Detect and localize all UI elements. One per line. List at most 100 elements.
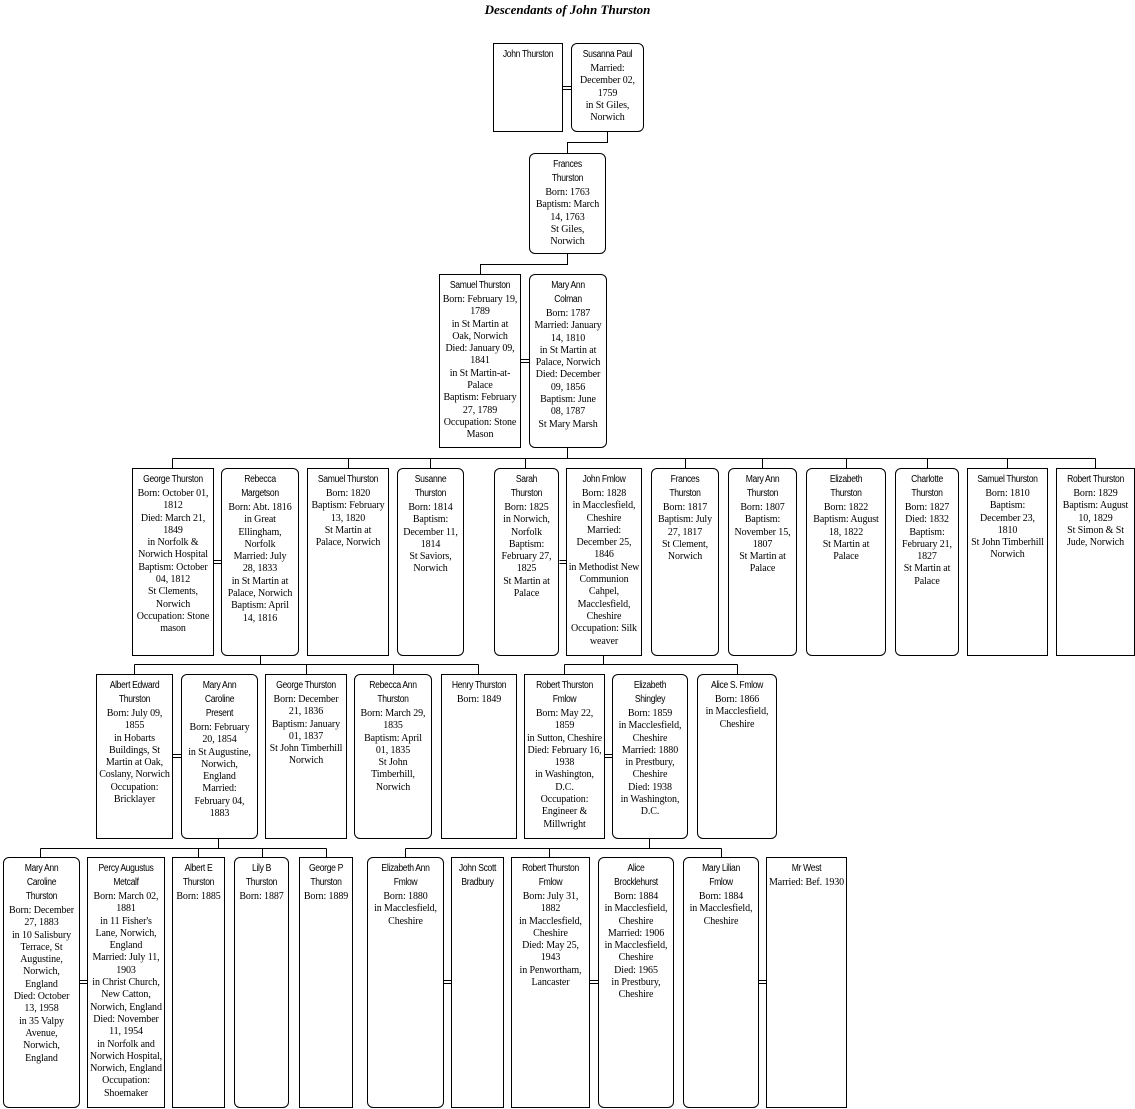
person-details: Born: May 22, 1859 in Sutton, Cheshire D… bbox=[526, 708, 603, 830]
person-details: Born: 1817 Baptism: July 27, 1817 St Cle… bbox=[658, 502, 712, 563]
marriage-link bbox=[562, 86, 572, 90]
person-name: Elizabeth Thurston bbox=[829, 474, 863, 499]
person-name: Mary Ann Caroline Thurston bbox=[24, 863, 59, 902]
person-box-susanna-paul[interactable]: Susanna Paul Married: December 02, 1759 … bbox=[571, 43, 644, 132]
descent-line bbox=[564, 656, 738, 665]
person-name: Elizabeth Shingley bbox=[633, 680, 667, 705]
person-name: Henry Thurston bbox=[451, 680, 507, 691]
person-name: Mr West bbox=[791, 863, 822, 874]
person-details: Born: 1825 in Norwich, Norfolk Baptism: … bbox=[501, 502, 552, 600]
person-box-john-scott-bradbury[interactable]: John Scott Bradbury bbox=[451, 857, 504, 1108]
person-box-elizabeth-thurston-1822[interactable]: Elizabeth Thurston Born: 1822 Baptism: A… bbox=[806, 468, 886, 656]
person-details: Born: 1828 in Macclesfield, Cheshire Mar… bbox=[568, 488, 640, 647]
person-box-john-thurston[interactable]: John Thurston bbox=[493, 43, 563, 132]
person-name: Rebecca Margetson bbox=[241, 474, 279, 499]
person-box-robert-thurston-fmlow-1882[interactable]: Robert Thurston Fmlow Born: July 31, 188… bbox=[511, 857, 590, 1108]
descent-line bbox=[480, 254, 568, 274]
person-box-frances-thurston-1817[interactable]: Frances Thurston Born: 1817 Baptism: Jul… bbox=[651, 468, 719, 656]
person-details: Born: 1820 Baptism: February 13, 1820 St… bbox=[311, 488, 385, 549]
person-name: Mary Lilian Fmlow bbox=[702, 863, 740, 888]
marriage-link bbox=[172, 754, 182, 758]
person-name: George Thurston bbox=[143, 474, 203, 485]
marriage-link bbox=[443, 980, 452, 984]
marriage-link bbox=[589, 980, 599, 984]
person-details: Born: December 21, 1836 Baptism: January… bbox=[269, 694, 343, 767]
person-box-elizabeth-ann-fmlow[interactable]: Elizabeth Ann Fmlow Born: 1880 in Maccle… bbox=[367, 857, 444, 1108]
person-box-george-p-thurston-1889[interactable]: George P Thurston Born: 1889 bbox=[299, 857, 353, 1108]
person-box-samuel-thurston-1789[interactable]: Samuel Thurston Born: February 19, 1789 … bbox=[439, 274, 521, 448]
person-details: Born: 1822 Baptism: August 18, 1822 St M… bbox=[813, 502, 879, 563]
person-box-mary-ann-thurston-1807[interactable]: Mary Ann Thurston Born: 1807 Baptism: No… bbox=[728, 468, 797, 656]
person-box-susanne-thurston-1814[interactable]: Susanne Thurston Born: 1814 Baptism: Dec… bbox=[397, 468, 464, 656]
person-box-albert-e-thurston-1885[interactable]: Albert E Thurston Born: 1885 bbox=[172, 857, 225, 1108]
person-box-percy-augustus-metcalf[interactable]: Percy Augustus Metcalf Born: March 02, 1… bbox=[87, 857, 165, 1108]
person-box-henry-thurston-1849[interactable]: Henry Thurston Born: 1849 bbox=[441, 674, 517, 839]
person-details: Born: 1889 bbox=[303, 891, 349, 902]
person-name: Rebecca Ann Thurston bbox=[369, 680, 417, 705]
person-name: George Thurston bbox=[276, 680, 336, 691]
person-details: Born: 1814 Baptism: December 11, 1814 St… bbox=[403, 502, 458, 575]
person-box-robert-thurston-fmlow-1859[interactable]: Robert Thurston Fmlow Born: May 22, 1859… bbox=[524, 674, 605, 839]
person-name: Percy Augustus Metcalf bbox=[98, 863, 154, 888]
person-box-samuel-thurston-1820[interactable]: Samuel Thurston Born: 1820 Baptism: Febr… bbox=[307, 468, 389, 656]
person-details: Born: 1884 in Macclesfield, Cheshire bbox=[689, 891, 753, 927]
person-details: Born: March 29, 1835 Baptism: April 01, … bbox=[360, 708, 426, 793]
person-details: Born: 1880 in Macclesfield, Cheshire bbox=[374, 891, 437, 927]
person-box-mary-lilian-fmlow[interactable]: Mary Lilian Fmlow Born: 1884 in Macclesf… bbox=[683, 857, 759, 1108]
person-name: Alice Brocklehurst bbox=[614, 863, 658, 888]
child-drops bbox=[172, 458, 1096, 468]
person-details: Born: 1849 bbox=[456, 694, 502, 705]
person-box-john-fmlow[interactable]: John Fmlow Born: 1828 in Macclesfield, C… bbox=[566, 468, 642, 656]
child-drops bbox=[564, 664, 738, 674]
descent-line bbox=[567, 132, 608, 153]
person-details: Born: 1884 in Macclesfield, Cheshire Mar… bbox=[604, 891, 668, 1001]
person-name: Samuel Thurston bbox=[977, 474, 1038, 485]
person-name: Mary Ann Caroline Present bbox=[202, 680, 237, 719]
person-box-mary-ann-colman[interactable]: Mary Ann Colman Born: 1787 Married: Janu… bbox=[529, 274, 607, 448]
person-name: Sarah Thurston bbox=[510, 474, 543, 499]
person-details: Born: 1829 Baptism: August 10, 1829 St S… bbox=[1062, 488, 1129, 549]
person-details: Married: Bef. 1930 bbox=[768, 877, 845, 888]
person-box-robert-thurston-1829[interactable]: Robert Thurston Born: 1829 Baptism: Augu… bbox=[1056, 468, 1135, 656]
person-box-frances-thurston-1763[interactable]: Frances Thurston Born: 1763 Baptism: Mar… bbox=[529, 153, 606, 254]
person-name: Robert Thurston Fmlow bbox=[522, 863, 579, 888]
person-box-charlotte-thurston-1827[interactable]: Charlotte Thurston Born: 1827 Died: 1832… bbox=[895, 468, 959, 656]
person-box-sarah-thurston-1825[interactable]: Sarah Thurston Born: 1825 in Norwich, No… bbox=[494, 468, 559, 656]
person-name: Albert E Thurston bbox=[182, 863, 215, 888]
person-name: Samuel Thurston bbox=[449, 280, 511, 291]
person-name: Robert Thurston Fmlow bbox=[536, 680, 593, 705]
person-name: Lily B Thurston bbox=[245, 863, 278, 888]
person-name: Elizabeth Ann Fmlow bbox=[381, 863, 430, 888]
person-details: Born: December 27, 1883 in 10 Salisbury … bbox=[9, 905, 74, 1064]
person-details: Born: February 19, 1789 in St Martin at … bbox=[442, 294, 518, 441]
person-box-samuel-thurston-1810[interactable]: Samuel Thurston Born: 1810 Baptism: Dece… bbox=[967, 468, 1048, 656]
person-name: Frances Thurston bbox=[669, 474, 701, 499]
child-drops bbox=[40, 848, 327, 857]
person-box-lily-b-thurston-1887[interactable]: Lily B Thurston Born: 1887 bbox=[234, 857, 289, 1108]
person-name: Mary Ann Thurston bbox=[745, 474, 780, 499]
person-name: Frances Thurston bbox=[551, 159, 584, 184]
person-box-elizabeth-shingley[interactable]: Elizabeth Shingley Born: 1859 in Maccles… bbox=[612, 674, 688, 839]
person-name: Mary Ann Colman bbox=[551, 280, 585, 305]
person-box-mary-ann-caroline-present[interactable]: Mary Ann Caroline Present Born: February… bbox=[181, 674, 258, 839]
person-name: Robert Thurston bbox=[1067, 474, 1124, 485]
person-box-mary-ann-caroline-thurston-1883[interactable]: Mary Ann Caroline Thurston Born: Decembe… bbox=[3, 857, 80, 1108]
person-details: Born: October 01, 1812 Died: March 21, 1… bbox=[136, 488, 210, 635]
descent-line bbox=[405, 839, 722, 849]
person-name: Samuel Thurston bbox=[317, 474, 379, 485]
person-box-rebecca-ann-thurston-1835[interactable]: Rebecca Ann Thurston Born: March 29, 183… bbox=[354, 674, 432, 839]
person-details: Born: 1810 Baptism: December 23, 1810 St… bbox=[971, 488, 1044, 561]
person-box-albert-edward-thurston[interactable]: Albert Edward Thurston Born: July 09, 18… bbox=[96, 674, 173, 839]
person-box-alice-s-fmlow[interactable]: Alice S. Fmlow Born: 1866 in Macclesfiel… bbox=[697, 674, 777, 839]
marriage-link bbox=[559, 560, 567, 564]
person-details: Born: 1885 bbox=[176, 891, 221, 902]
person-name: Susanne Thurston bbox=[414, 474, 447, 499]
person-details: Born: February 20, 1854 in St Augustine,… bbox=[188, 722, 251, 820]
person-box-george-thurston-1812[interactable]: George Thurston Born: October 01, 1812 D… bbox=[132, 468, 214, 656]
descent-line bbox=[172, 448, 1096, 459]
person-box-george-thurston-1836[interactable]: George Thurston Born: December 21, 1836 … bbox=[265, 674, 347, 839]
person-box-alice-brocklehurst[interactable]: Alice Brocklehurst Born: 1884 in Maccles… bbox=[598, 857, 674, 1108]
chart-title: Descendants of John Thurston bbox=[484, 2, 651, 17]
person-box-mr-west[interactable]: Mr West Married: Bef. 1930 bbox=[766, 857, 847, 1108]
person-box-rebecca-margetson[interactable]: Rebecca Margetson Born: Abt. 1816 in Gre… bbox=[221, 468, 299, 656]
